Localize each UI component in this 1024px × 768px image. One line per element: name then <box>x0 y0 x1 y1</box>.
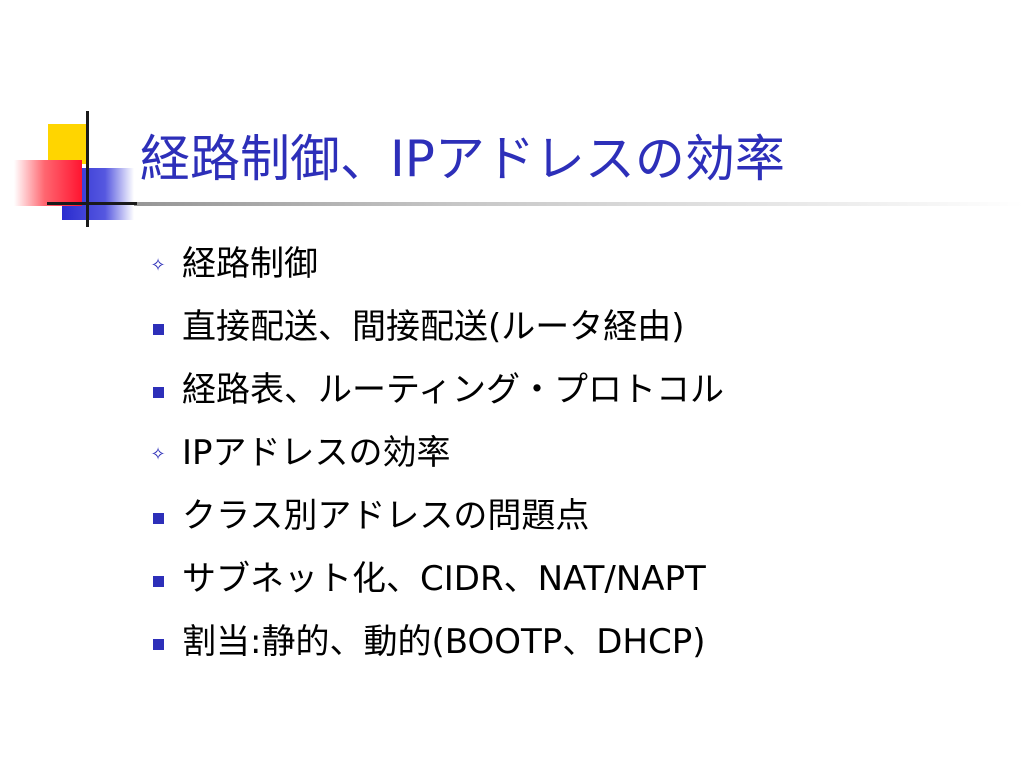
star-bullet-icon: ✧ <box>150 254 166 276</box>
bullet-text: 経路表、ルーティング・プロトコル <box>182 370 724 410</box>
bullet-text: 割当:静的、動的(BOOTP、DHCP) <box>182 622 706 662</box>
star-bullet-icon: ✧ <box>150 443 166 465</box>
bullet-text: 経路制御 <box>182 244 318 284</box>
square-bullet-icon <box>146 549 170 609</box>
bullet-text: クラス別アドレスの問題点 <box>182 496 590 536</box>
decor-red-square <box>14 160 82 206</box>
bullet-item: サブネット化、CIDR、NAT/NAPT <box>0 549 1024 612</box>
bullet-item: 直接配送、間接配送(ルータ経由) <box>0 297 1024 360</box>
bullet-item: 割当:静的、動的(BOOTP、DHCP) <box>0 612 1024 675</box>
bullet-text: 直接配送、間接配送(ルータ経由) <box>182 307 685 347</box>
bullet-item: クラス別アドレスの問題点 <box>0 486 1024 549</box>
bullet-text: IPアドレスの効率 <box>182 433 451 473</box>
square-bullet-icon <box>146 612 170 672</box>
bullet-item: 経路表、ルーティング・プロトコル <box>0 360 1024 423</box>
decor-vertical-line <box>86 111 89 227</box>
bullet-item: ✧ IPアドレスの効率 <box>0 423 1024 486</box>
square-bullet-icon <box>146 297 170 357</box>
square-bullet-icon <box>146 486 170 546</box>
square-bullet-icon <box>146 360 170 420</box>
slide-title: 経路制御、IPアドレスの効率 <box>140 130 785 188</box>
bullet-text: サブネット化、CIDR、NAT/NAPT <box>182 559 706 599</box>
bullet-item: ✧ 経路制御 <box>0 234 1024 297</box>
title-underline <box>88 202 1024 206</box>
decor-horizontal-line <box>47 202 137 205</box>
bullet-list: ✧ 経路制御 直接配送、間接配送(ルータ経由) 経路表、ルーティング・プロトコル… <box>0 234 1024 675</box>
decor-yellow-square <box>48 124 88 164</box>
